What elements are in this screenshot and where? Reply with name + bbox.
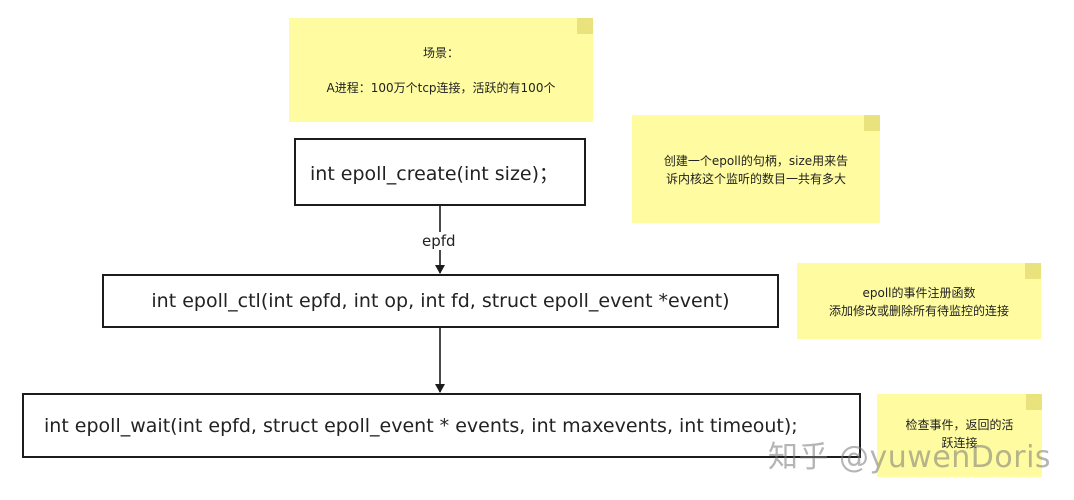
- note-fold: [577, 18, 593, 34]
- epoll-wait-signature: int epoll_wait(int epfd, struct epoll_ev…: [44, 414, 798, 437]
- scenario-title: 场景：: [422, 46, 459, 60]
- epoll-create-signature: int epoll_create(int size)；: [310, 162, 559, 185]
- epfd-edge-label: epfd: [420, 232, 458, 250]
- note-fold: [1025, 263, 1041, 279]
- create-note-line-2: 诉内核这个监听的数目一共有多大: [665, 172, 846, 186]
- epoll-wait-box: int epoll_wait(int epfd, struct epoll_ev…: [22, 393, 861, 458]
- ctl-note: epoll的事件注册函数 添加修改或删除所有待监控的连接: [797, 263, 1041, 339]
- scenario-note: 场景： A进程：100万个tcp连接，活跃的有100个: [289, 18, 593, 122]
- ctl-note-line-2: 添加修改或删除所有待监控的连接: [828, 304, 1009, 318]
- epoll-ctl-signature: int epoll_ctl(int epfd, int op, int fd, …: [151, 290, 730, 312]
- wait-note-line-1: 检查事件，返回的活: [905, 418, 1014, 432]
- epoll-create-box: int epoll_create(int size)；: [294, 138, 586, 206]
- wait-note: 检查事件，返回的活 跃连接: [877, 394, 1042, 477]
- create-note: 创建一个epoll的句柄，size用来告 诉内核这个监听的数目一共有多大: [632, 115, 880, 223]
- zhihu-watermark: 知乎 @yuwenDoris: [768, 440, 1052, 475]
- scenario-body: A进程：100万个tcp连接，活跃的有100个: [326, 81, 556, 95]
- epoll-ctl-box: int epoll_ctl(int epfd, int op, int fd, …: [102, 274, 779, 328]
- create-note-line-1: 创建一个epoll的句柄，size用来告: [663, 154, 849, 168]
- note-fold: [1026, 394, 1042, 410]
- ctl-note-line-1: epoll的事件注册函数: [862, 286, 976, 300]
- wait-note-line-2: 跃连接: [941, 436, 978, 450]
- note-fold: [864, 115, 880, 131]
